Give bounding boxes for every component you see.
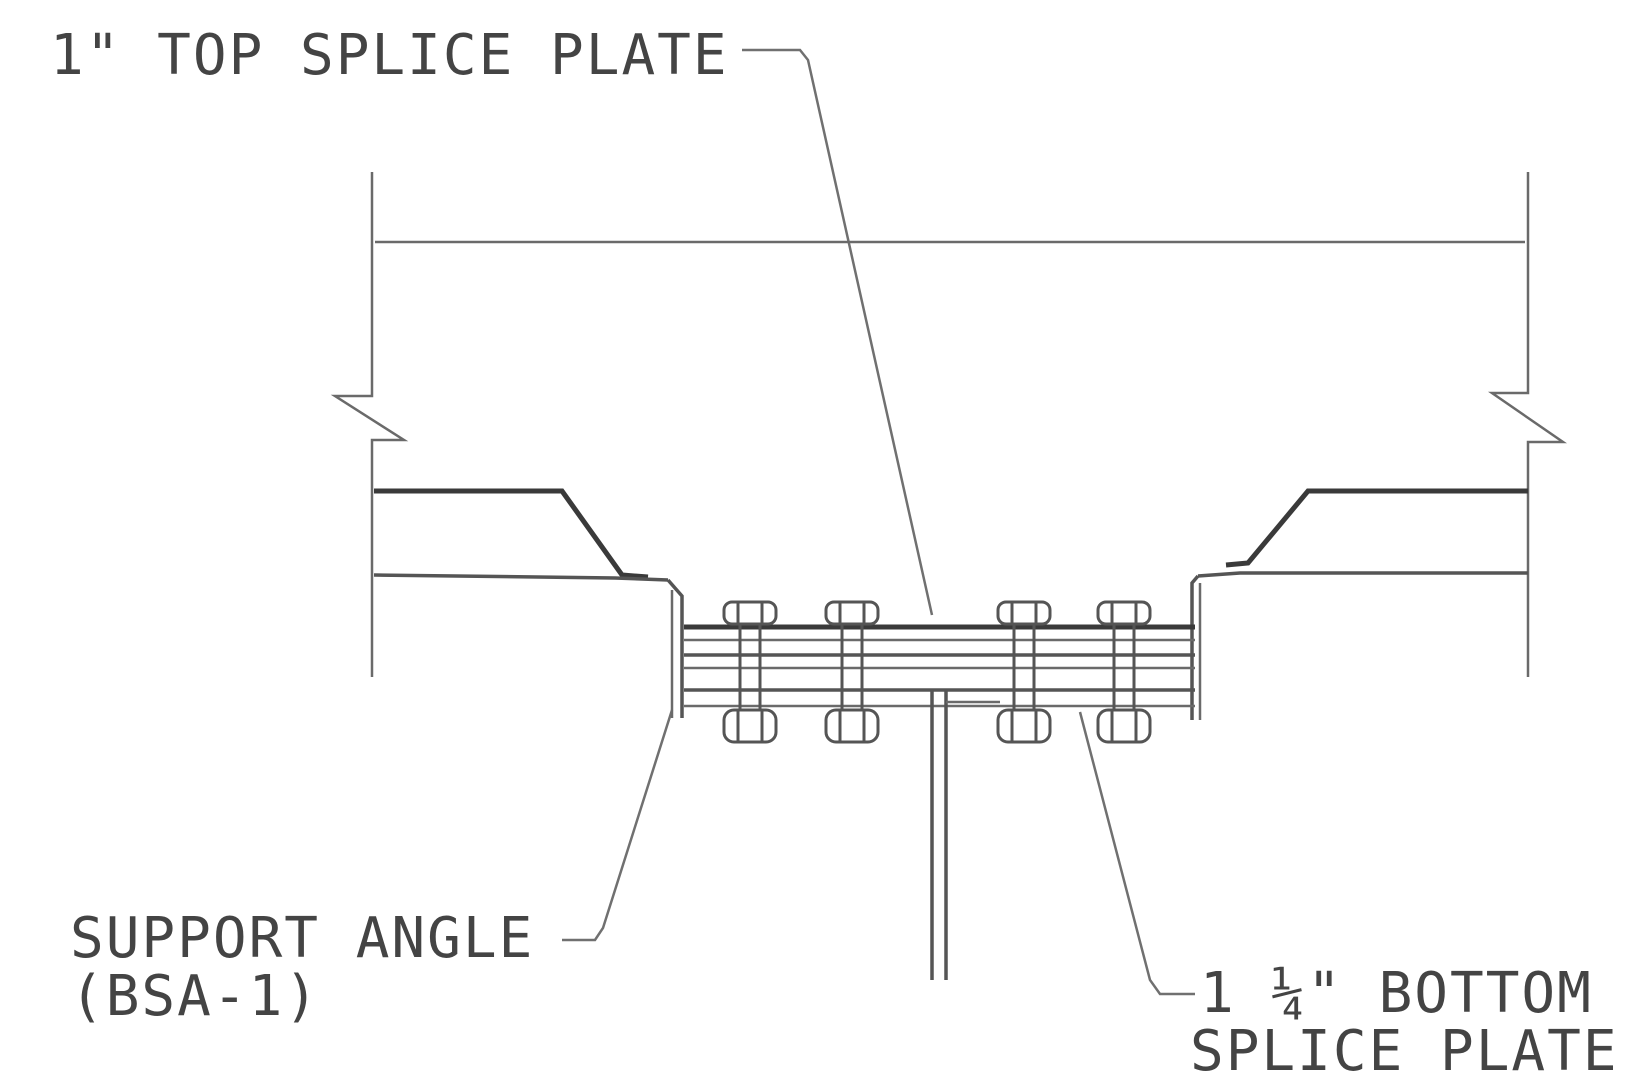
web-plate [684,653,1195,670]
leader-top-splice-plate [742,48,934,616]
top-splice-plate [684,624,1195,642]
label-support-angle-id: (BSA-1) [70,964,320,1029]
label-bottom-splice-plate-size: 1 ¼" BOTTOM [1200,961,1593,1026]
bolt-1 [722,600,778,744]
bolt-4 [1096,600,1152,744]
beam-web [930,690,1000,980]
bolt-3 [996,600,1052,744]
label-bottom-splice-plate: SPLICE PLATE [1190,1019,1619,1079]
bottom-splice-plate [684,688,1195,708]
bolt-2 [824,600,880,744]
leader-bottom-splice-plate [1078,711,1195,996]
label-support-angle: SUPPORT ANGLE [70,906,534,971]
right-girder-section [1190,172,1568,720]
label-top-splice-plate: 1" TOP SPLICE PLATE [50,23,729,88]
leader-support-angle [562,709,674,942]
left-girder-section [330,172,1525,718]
